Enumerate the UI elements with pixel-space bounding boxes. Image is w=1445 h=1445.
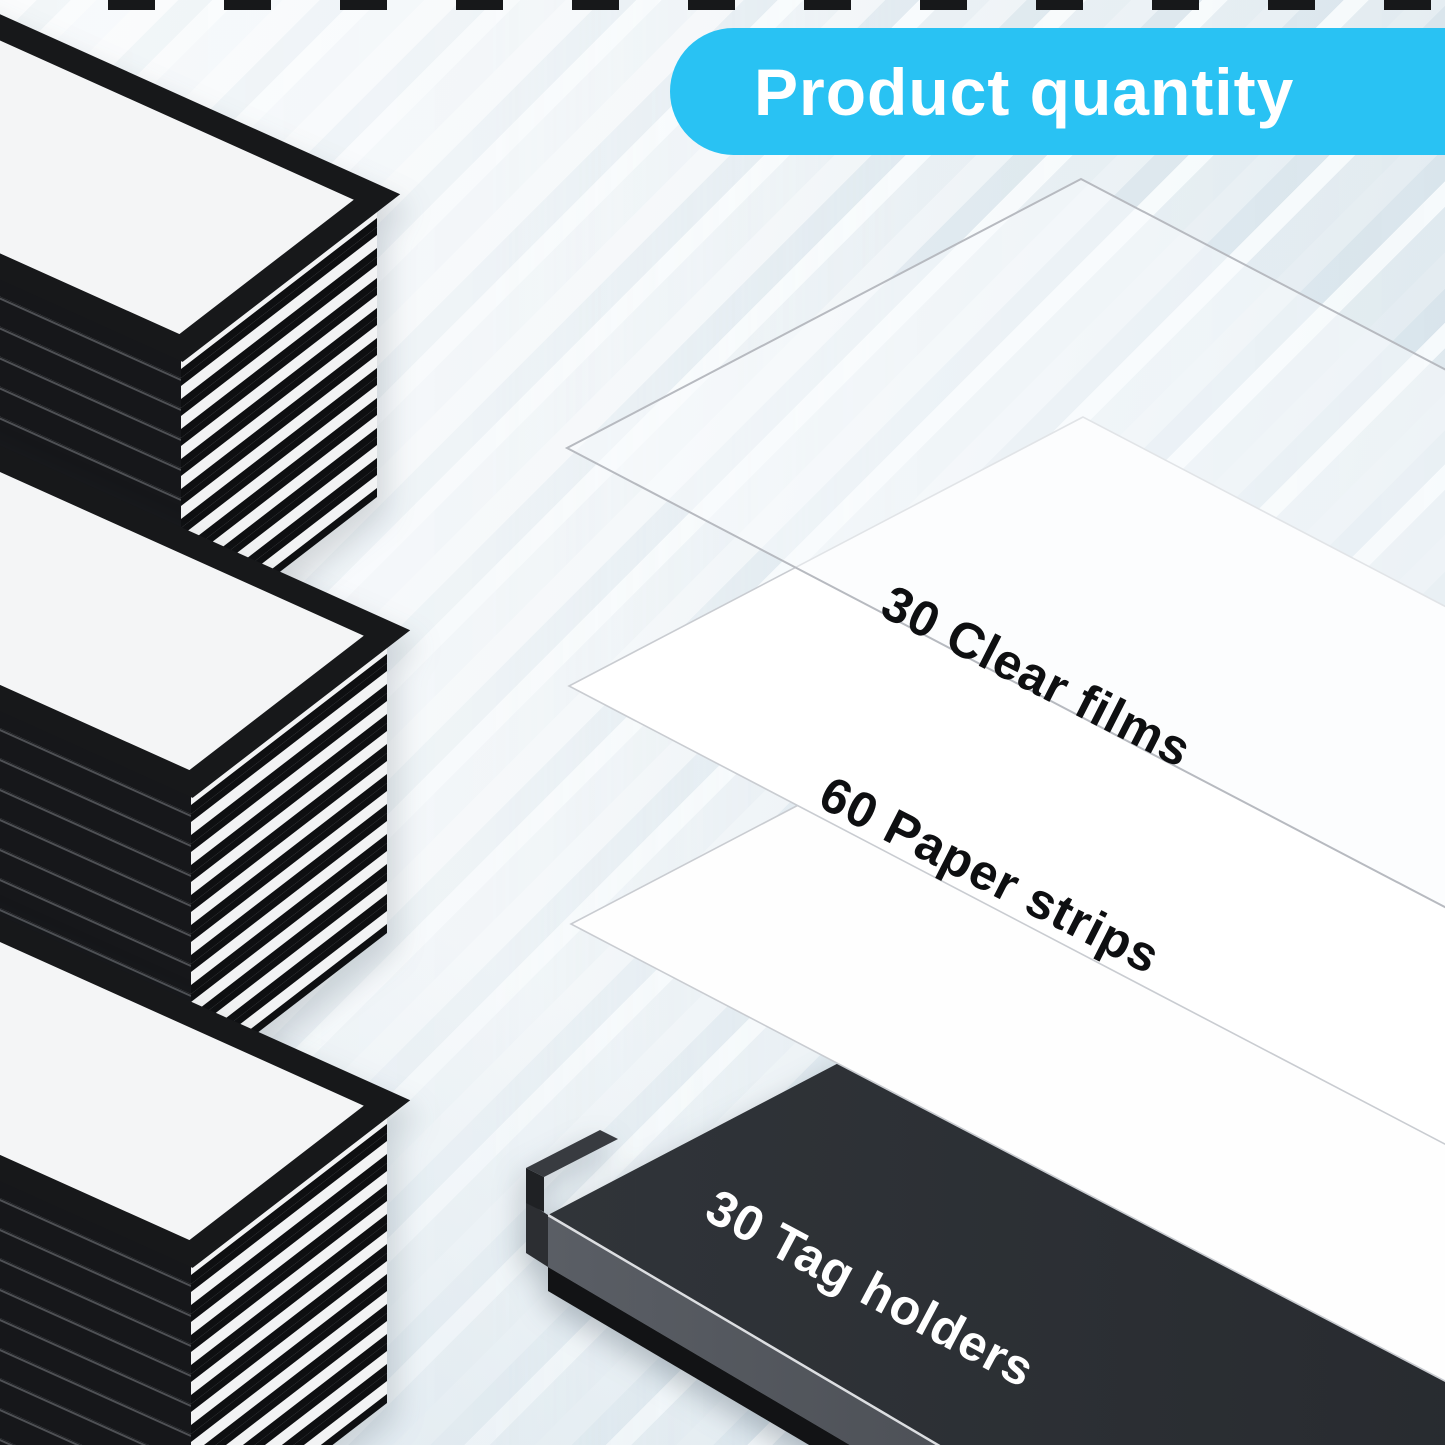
- product-quantity-banner: Product quantity: [670, 28, 1445, 155]
- slab-end-rail: [526, 1130, 618, 1177]
- clear-film-sheet: [564, 177, 1445, 909]
- cropped-stack-edge-marks: [108, 0, 1445, 10]
- banner-title: Product quantity: [754, 54, 1295, 129]
